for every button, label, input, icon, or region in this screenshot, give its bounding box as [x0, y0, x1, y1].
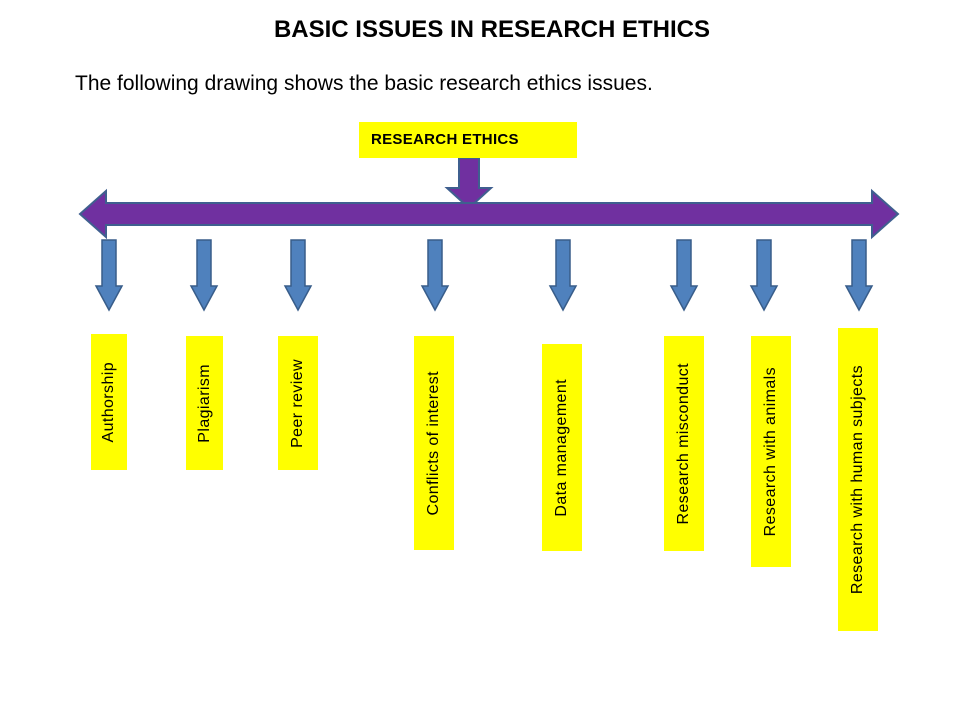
- branch-arrow-3: [283, 239, 313, 312]
- main-horizontal-arrow: [78, 188, 900, 240]
- issue-label: Research with animals: [762, 366, 779, 537]
- branch-arrow-4: [420, 239, 450, 312]
- issue-box-plagiarism: Plagiarism: [186, 336, 223, 470]
- issue-box-authorship: Authorship: [91, 334, 127, 470]
- branch-arrow-5: [548, 239, 578, 312]
- issue-box-research-misconduct: Research misconduct: [664, 336, 704, 551]
- issue-box-peer-review: Peer review: [278, 336, 318, 470]
- root-box-research-ethics: RESEARCH ETHICS: [359, 122, 577, 158]
- issue-label: Peer review: [289, 358, 306, 448]
- branch-arrow-8: [844, 239, 874, 312]
- issue-box-data-management: Data management: [542, 344, 582, 551]
- intro-text: The following drawing shows the basic re…: [75, 72, 653, 95]
- issue-box-research-with-human-subjects: Research with human subjects: [838, 328, 878, 631]
- issue-label: Research with human subjects: [849, 364, 866, 595]
- issue-label: Conflicts of interest: [425, 370, 442, 516]
- root-down-arrow: [444, 157, 494, 210]
- branch-arrow-2: [189, 239, 219, 312]
- branch-arrow-6: [669, 239, 699, 312]
- issue-label: Research misconduct: [675, 362, 692, 525]
- issue-label: Authorship: [100, 361, 117, 443]
- issue-label: Data management: [553, 378, 570, 517]
- issue-box-conflicts-of-interest: Conflicts of interest: [414, 336, 454, 550]
- issue-label: Plagiarism: [195, 363, 213, 443]
- page-title: BASIC ISSUES IN RESEARCH ETHICS: [273, 16, 711, 43]
- issue-box-research-with-animals: Research with animals: [751, 336, 791, 567]
- branch-arrow-7: [749, 239, 779, 312]
- branch-arrow-1: [94, 239, 124, 312]
